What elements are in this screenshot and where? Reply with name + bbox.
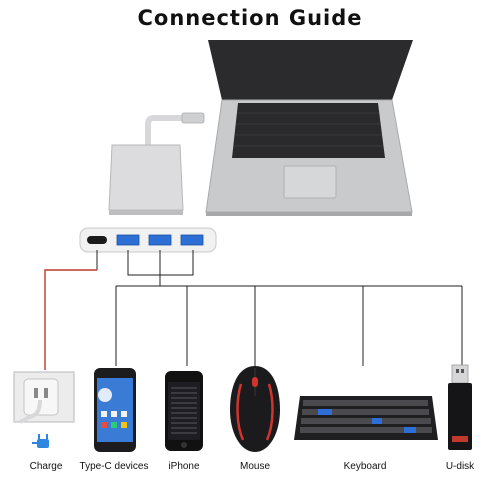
device-label-iphone: iPhone bbox=[168, 461, 200, 472]
android-phone-icon bbox=[94, 368, 136, 452]
keyboard-icon bbox=[294, 396, 438, 440]
page-title: Connection Guide bbox=[137, 6, 363, 30]
usb-port-1 bbox=[116, 234, 140, 246]
u-disk-icon bbox=[448, 364, 472, 450]
type-c-plug bbox=[181, 112, 205, 124]
mouse-icon bbox=[230, 366, 280, 452]
charge-line bbox=[44, 269, 97, 370]
laptop-illustration bbox=[205, 40, 413, 216]
usb-port-3 bbox=[180, 234, 204, 246]
device-label-u-disk: U-disk bbox=[445, 461, 475, 472]
wall-outlet-icon bbox=[13, 371, 75, 424]
device-label-type-c: Type-C devices bbox=[79, 461, 149, 472]
type-c-cable bbox=[145, 115, 188, 148]
usb-port-2 bbox=[148, 234, 172, 246]
plug-icon bbox=[32, 434, 49, 448]
iphone-icon bbox=[165, 371, 203, 451]
device-label-charge: Charge bbox=[29, 461, 63, 472]
device-label-keyboard: Keyboard bbox=[343, 461, 387, 472]
adapter-port-strip bbox=[79, 227, 217, 253]
type-c-port bbox=[87, 236, 107, 244]
device-label-mouse: Mouse bbox=[239, 461, 270, 472]
adapter-hub bbox=[108, 144, 184, 215]
